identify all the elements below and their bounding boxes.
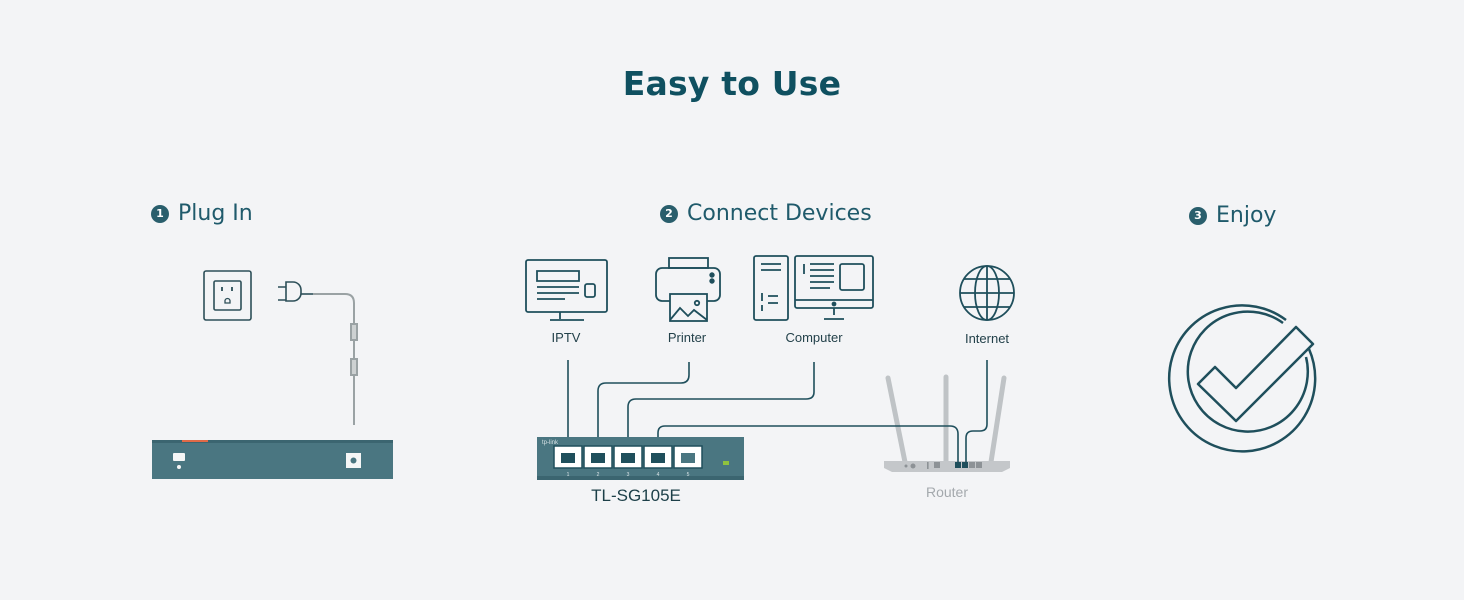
cable-internet: [965, 360, 988, 465]
power-plug-icon: [278, 281, 313, 302]
step-number-badge: 1: [151, 204, 169, 223]
step-enjoy: 3 Enjoy: [1189, 203, 1276, 228]
port-label: 3: [627, 472, 630, 478]
router-label: Router: [925, 484, 969, 500]
step-number-badge: 2: [660, 204, 678, 223]
cable-printer: [597, 362, 690, 453]
step-plug-in: 1 Plug In: [151, 201, 253, 226]
port-jacks: [561, 453, 665, 463]
globe-icon: [959, 265, 1015, 321]
switch-brand-logo: tp-link: [542, 440, 559, 446]
device-label-internet: Internet: [964, 331, 1010, 346]
device-label-computer: Computer: [785, 330, 843, 345]
page-title: Easy to Use: [622, 64, 842, 103]
step-number-badge: 3: [1189, 206, 1207, 225]
wall-outlet-icon: [203, 270, 252, 321]
step-label: Connect Devices: [687, 201, 872, 226]
checkmark-circle-icon: [1167, 304, 1317, 453]
port-label: 4: [657, 472, 660, 478]
port-label: 1: [567, 472, 570, 478]
port-label: 5: [687, 472, 690, 478]
status-led: [723, 461, 729, 465]
switch-rear-panel: [152, 440, 393, 479]
port-label: 2: [597, 472, 600, 478]
computer-icon: [753, 255, 874, 321]
switch-model-label: TL-SG105E: [591, 486, 681, 505]
port-5-jack: [681, 453, 695, 463]
switch-front-panel: tp-link 1 2 3 4 5: [537, 437, 744, 480]
step-label: Enjoy: [1216, 203, 1277, 228]
cable-router: [657, 425, 959, 465]
device-label-printer: Printer: [667, 330, 707, 345]
step-label: Plug In: [178, 201, 253, 226]
router-icon: [884, 374, 1010, 472]
printer-icon: [655, 257, 721, 322]
power-cable: [313, 293, 358, 425]
cable-computer: [627, 362, 815, 453]
device-label-iptv: IPTV: [551, 330, 581, 345]
step-connect-devices: 2 Connect Devices: [660, 201, 872, 226]
tv-icon: [525, 259, 608, 321]
